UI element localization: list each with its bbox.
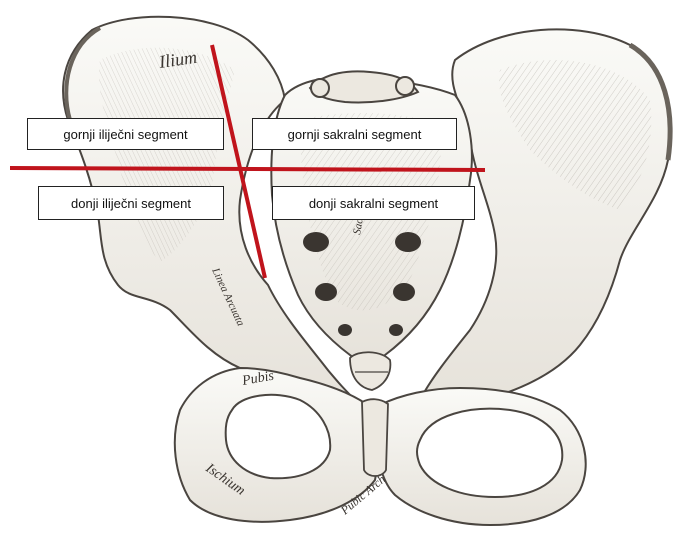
coccyx [350,352,390,390]
lower-sacral-segment-label: donji sakralni segment [272,186,475,220]
sacral-foramen [315,283,337,301]
sacral-foramen [389,324,403,336]
upper-iliac-segment-label: gornji iliječni segment [27,118,224,150]
pubic-symphysis [362,399,388,476]
upper-sacral-segment-label: gornji sakralni segment [252,118,457,150]
sacral-foramen [393,283,415,301]
sacral-foramen [338,324,352,336]
lower-iliac-segment-label: donji iliječni segment [38,186,224,220]
vertebra-process [396,77,414,95]
sacral-foramen [395,232,421,252]
horizontal-divider-line [10,168,485,170]
vertebra-process [311,79,329,97]
right-obturator-foramen [417,409,562,497]
sacral-foramen [303,232,329,252]
